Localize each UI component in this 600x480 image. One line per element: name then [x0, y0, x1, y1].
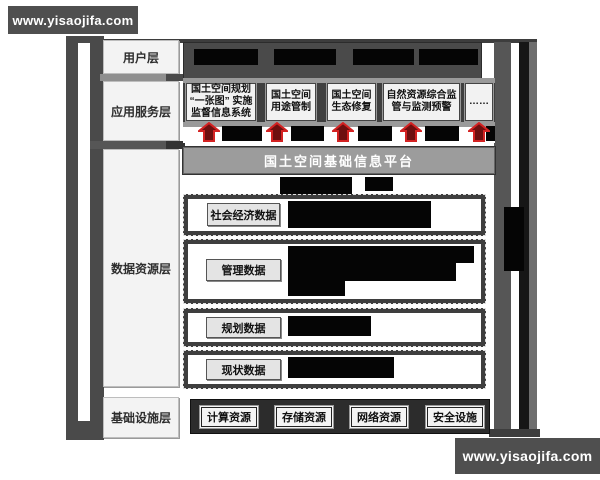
infra-box-compute: 计算资源: [199, 405, 259, 429]
infra-box-storage: 存储资源: [274, 405, 334, 429]
layer-label-user-text: 用户层: [122, 50, 159, 65]
data-category-tag: 规划数据: [206, 317, 281, 338]
app-system-box-4: 自然资源综合监 管与监测预警: [383, 83, 460, 121]
data-section-inner: 规划数据: [188, 313, 481, 342]
infra-box-storage-label: 存储资源: [282, 412, 326, 424]
data-section-inner: 管理数据: [188, 244, 481, 299]
data-section-planning: 规划数据: [183, 308, 486, 347]
frame-right-bar-gray: [529, 42, 537, 432]
redacted-block: [288, 246, 474, 263]
app-system-box-2-label: 国土空间 用途管制: [271, 90, 311, 113]
data-category-tag: 管理数据: [206, 259, 281, 281]
infra-box-security: 安全设施: [425, 405, 485, 429]
data-category-label: 规划数据: [221, 322, 266, 335]
watermark-bottom-right: www.yisaojifa.com: [455, 438, 600, 474]
redacted-block: [194, 49, 258, 65]
layer-separator-2: [90, 141, 185, 149]
layer-label-infra: 基础设施层: [103, 397, 179, 438]
redacted-block: [291, 126, 324, 141]
redacted-block: [358, 126, 392, 141]
app-system-box-1: 国土空间规划 “一张图” 实施 监督信息系统: [186, 83, 256, 121]
infra-box-compute-label: 计算资源: [207, 412, 251, 424]
redacted-block: [280, 177, 352, 194]
frame-left-slit: [78, 43, 90, 421]
redacted-block: [353, 49, 414, 65]
layer-separator-1-notch: [166, 74, 185, 81]
app-system-box-more: ……: [465, 83, 493, 121]
layer-separator-1: [100, 74, 185, 81]
layer-label-app: 应用服务层: [103, 81, 179, 141]
data-category-tag: 现状数据: [206, 359, 281, 380]
platform-bar-label: 国土空间基础信息平台: [263, 154, 414, 169]
data-category-label: 社会经济数据: [210, 209, 277, 222]
up-arrow-icon: [468, 122, 490, 142]
infra-box-security-label: 安全设施: [433, 412, 477, 424]
app-panel-top-strip: [183, 78, 495, 83]
redacted-block: [288, 357, 394, 378]
data-section-inner: 现状数据: [188, 355, 481, 384]
layer-label-data-text: 数据资源层: [110, 261, 171, 276]
layer-label-user: 用户层: [103, 40, 179, 74]
arrow-row-strip: [183, 122, 495, 127]
watermark-text: www.yisaojifa.com: [12, 12, 134, 28]
frame-right-bar-black: [519, 42, 529, 432]
redacted-vertical-label: [504, 207, 524, 271]
app-layer-panel: 国土空间规划 “一张图” 实施 监督信息系统 国土空间 用途管制 国土空间 生态…: [183, 78, 495, 122]
app-system-box-3-label: 国土空间 生态修复: [331, 90, 372, 113]
platform-bar: 国土空间基础信息平台: [183, 147, 495, 174]
frame-right-bottom: [489, 429, 540, 437]
user-layer-panel: [183, 42, 482, 79]
data-section-socioeconomic: 社会经济数据: [183, 194, 486, 236]
watermark-top-left: www.yisaojifa.com: [8, 6, 138, 34]
data-section-inner: 社会经济数据: [188, 199, 481, 231]
frame-top-line: [66, 39, 537, 43]
app-system-box-more-label: ……: [469, 96, 489, 107]
layer-label-infra-text: 基础设施层: [110, 411, 171, 425]
layer-label-app-text: 应用服务层: [110, 104, 171, 119]
up-arrow-icon: [400, 122, 422, 142]
app-system-box-2: 国土空间 用途管制: [266, 83, 316, 121]
up-arrow-icon: [198, 122, 220, 142]
arrow-row: [183, 122, 495, 143]
up-arrow-icon: [332, 122, 354, 142]
infra-layer-panel: 计算资源 存储资源 网络资源 安全设施: [190, 399, 490, 434]
layer-label-data: 数据资源层: [103, 149, 179, 387]
redacted-block: [288, 316, 371, 336]
watermark-text: www.yisaojifa.com: [462, 448, 593, 464]
up-arrow-icon: [266, 122, 288, 142]
redacted-block: [365, 177, 393, 191]
redacted-block: [288, 281, 345, 296]
infra-box-network: 网络资源: [349, 405, 409, 429]
redacted-block: [274, 49, 336, 65]
app-system-box-4-label: 自然资源综合监 管与监测预警: [386, 90, 457, 113]
layer-separator-2-notch: [166, 141, 185, 149]
data-category-label: 现状数据: [221, 364, 266, 377]
redacted-block: [222, 126, 262, 141]
redacted-block: [419, 49, 478, 65]
app-system-box-3: 国土空间 生态修复: [327, 83, 376, 121]
redacted-block: [288, 201, 431, 228]
frame-right-bar-inner: [494, 42, 511, 437]
data-category-tag: 社会经济数据: [207, 203, 280, 226]
app-system-box-1-label: 国土空间规划 “一张图” 实施 监督信息系统: [189, 84, 253, 119]
redacted-block: [425, 126, 459, 141]
data-section-management: 管理数据: [183, 239, 486, 304]
redacted-block: [288, 263, 456, 281]
infra-box-network-label: 网络资源: [357, 412, 401, 424]
data-category-label: 管理数据: [221, 265, 266, 277]
data-section-current-status: 现状数据: [183, 350, 486, 389]
redacted-block: [486, 126, 495, 141]
